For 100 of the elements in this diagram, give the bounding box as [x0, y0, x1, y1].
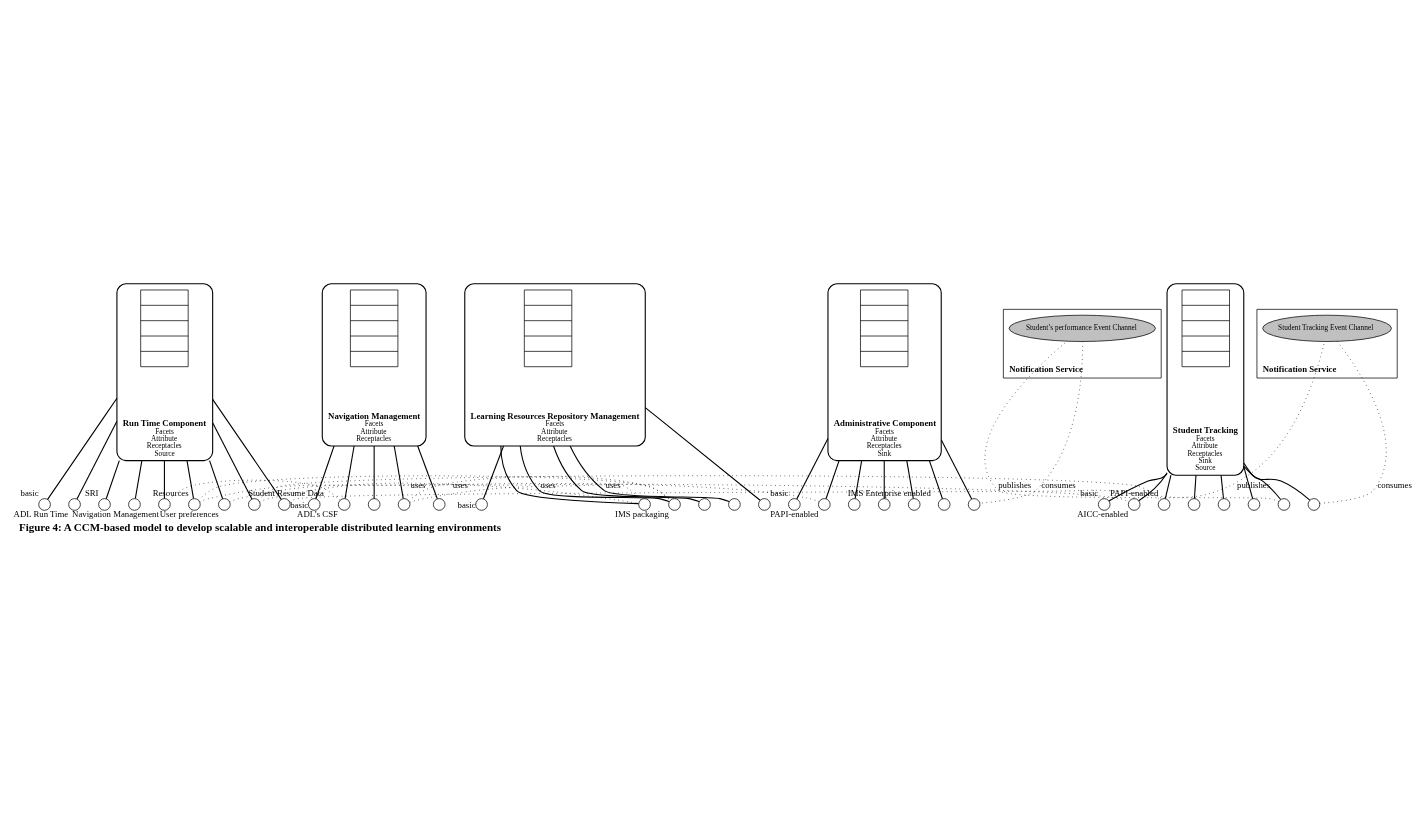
connector — [500, 444, 640, 504]
edge-label: consumes — [1377, 479, 1412, 490]
node-circle — [248, 497, 261, 511]
connector — [198, 474, 671, 500]
node-circle — [638, 497, 651, 511]
connector — [796, 437, 829, 500]
node-circle — [728, 497, 741, 511]
node-circle — [1277, 497, 1291, 511]
cluster: Navigation Management Facets Attribute Receptacles — [321, 282, 427, 447]
connector — [569, 444, 730, 502]
cluster: Student Tracking Facets Attribute Receptacles Sink Source — [1166, 282, 1245, 476]
connector — [1319, 340, 1387, 504]
connector — [373, 444, 375, 499]
node-label: User preferences — [159, 508, 219, 519]
edge-label: consumes — [1041, 479, 1076, 490]
connector — [553, 444, 700, 502]
edge-label: publishes — [998, 479, 1032, 490]
node-label: AICC-enabled — [1077, 508, 1129, 519]
node-label: IMS packaging — [615, 508, 669, 519]
connector — [186, 459, 195, 499]
node-label: basic — [20, 487, 39, 498]
node-circle — [128, 497, 141, 511]
node-label: basic — [457, 499, 476, 510]
node-label: basic — [290, 499, 309, 510]
node-circle — [937, 497, 951, 511]
node-circle — [878, 497, 891, 511]
node-circle — [1098, 497, 1111, 511]
connector — [393, 444, 404, 499]
node-circle — [1217, 497, 1231, 511]
edge-label: uses — [540, 479, 556, 490]
node-circle — [668, 497, 681, 511]
node-circle — [1307, 497, 1321, 511]
caption: Figure 4: A CCM-based model to develop scalable and interoperable distributed learning environments — [19, 520, 501, 533]
node-circle — [218, 497, 231, 511]
node-ellipse: Student’s performance Event Channel — [1008, 314, 1156, 342]
connector — [163, 459, 165, 499]
connector — [482, 444, 505, 499]
node-circle — [758, 497, 771, 511]
connector — [940, 438, 973, 500]
connector — [134, 459, 143, 499]
node-label: basic — [770, 487, 789, 498]
node-label: ADL’s CSF — [297, 508, 338, 519]
node-label: ADL Run Time — [13, 508, 69, 519]
connector — [1220, 474, 1225, 499]
node-label: PAPI-enabled — [770, 508, 819, 519]
connector — [1164, 474, 1172, 499]
connector — [1193, 474, 1197, 499]
node-circle — [967, 497, 981, 511]
cluster: Administrative Component Facets Attribute Receptacles Sink — [827, 282, 942, 461]
connector — [1138, 471, 1168, 501]
connector — [47, 397, 118, 500]
node-circle — [908, 497, 921, 511]
connector — [76, 420, 118, 500]
node-circle — [38, 497, 51, 511]
node-ellipse: Student Tracking Event Channel — [1262, 314, 1392, 342]
node-circle — [98, 497, 111, 511]
node-circle — [367, 497, 381, 511]
connector — [906, 459, 914, 499]
node-circle — [278, 497, 291, 511]
node-circle — [475, 497, 488, 511]
connector — [825, 459, 840, 499]
cluster: Run Time Component Facets Attribute Receptacles Source — [116, 282, 214, 461]
connector — [315, 444, 335, 499]
node-label: Navigation Management — [72, 508, 159, 519]
node-circle — [188, 497, 201, 511]
node-circle — [158, 497, 171, 511]
node-circle — [1157, 497, 1171, 511]
node-circle — [698, 497, 711, 511]
node-circle — [308, 497, 321, 511]
node-circle — [1187, 497, 1201, 511]
node-label: basic — [1080, 487, 1099, 498]
connector — [344, 444, 355, 499]
connector — [408, 475, 671, 501]
edge-label: uses — [605, 479, 621, 490]
node-label: SRI — [84, 487, 99, 498]
node-circle — [433, 497, 446, 511]
connector — [644, 406, 761, 501]
connector — [259, 482, 1130, 502]
cluster: Learning Resources Repository Management Facets Attribute Receptacles — [464, 282, 646, 447]
edge-label: uses — [410, 479, 426, 490]
connector — [258, 474, 1161, 500]
connector — [209, 459, 224, 499]
connector — [928, 459, 943, 499]
connector — [519, 444, 670, 502]
node-circle — [397, 497, 411, 511]
connector — [212, 421, 253, 500]
connector — [417, 444, 438, 499]
node-circle — [848, 497, 861, 511]
connector — [1243, 465, 1311, 501]
edge-label: uses — [452, 479, 468, 490]
node-circle — [1127, 497, 1141, 511]
node-circle — [68, 497, 81, 511]
node-circle — [338, 497, 351, 511]
node-circle — [1247, 497, 1261, 511]
connector — [854, 459, 863, 499]
node-circle — [818, 497, 831, 511]
connector — [212, 398, 282, 500]
node-circle — [788, 497, 801, 511]
connector — [105, 459, 120, 499]
connector — [883, 459, 885, 499]
